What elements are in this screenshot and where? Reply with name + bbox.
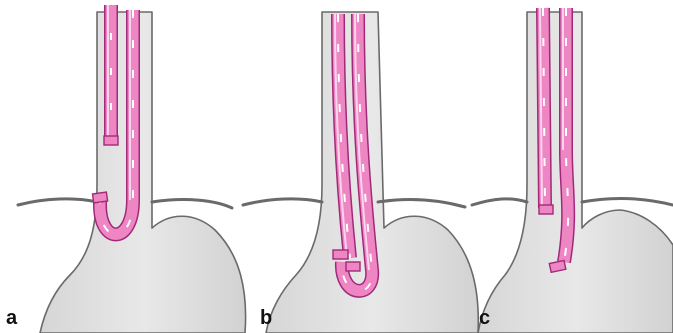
endoscope-tip (539, 205, 553, 214)
panel-label-a: a (6, 308, 17, 328)
endoscope-tip (346, 262, 360, 271)
endoscope-tip (93, 192, 108, 203)
panel-label-c: c (479, 308, 490, 328)
panel-c-illustration (472, 8, 673, 333)
stomach-outline (478, 12, 673, 333)
diaphragm-line (18, 199, 97, 205)
stomach-a (40, 12, 246, 333)
endoscope-tip (104, 136, 118, 145)
stomach-outline (40, 12, 246, 333)
diaphragm-line (378, 200, 465, 207)
diaphragm-line (152, 200, 232, 208)
diaphragm-line (472, 199, 527, 205)
panel-label-b: b (260, 308, 272, 328)
endoscope-tip (333, 250, 348, 259)
stomach-c (478, 12, 673, 333)
diaphragm-line (243, 199, 322, 205)
panel-a-illustration (18, 5, 246, 333)
panel-b-illustration (243, 12, 478, 333)
diaphragm-line (582, 198, 673, 205)
